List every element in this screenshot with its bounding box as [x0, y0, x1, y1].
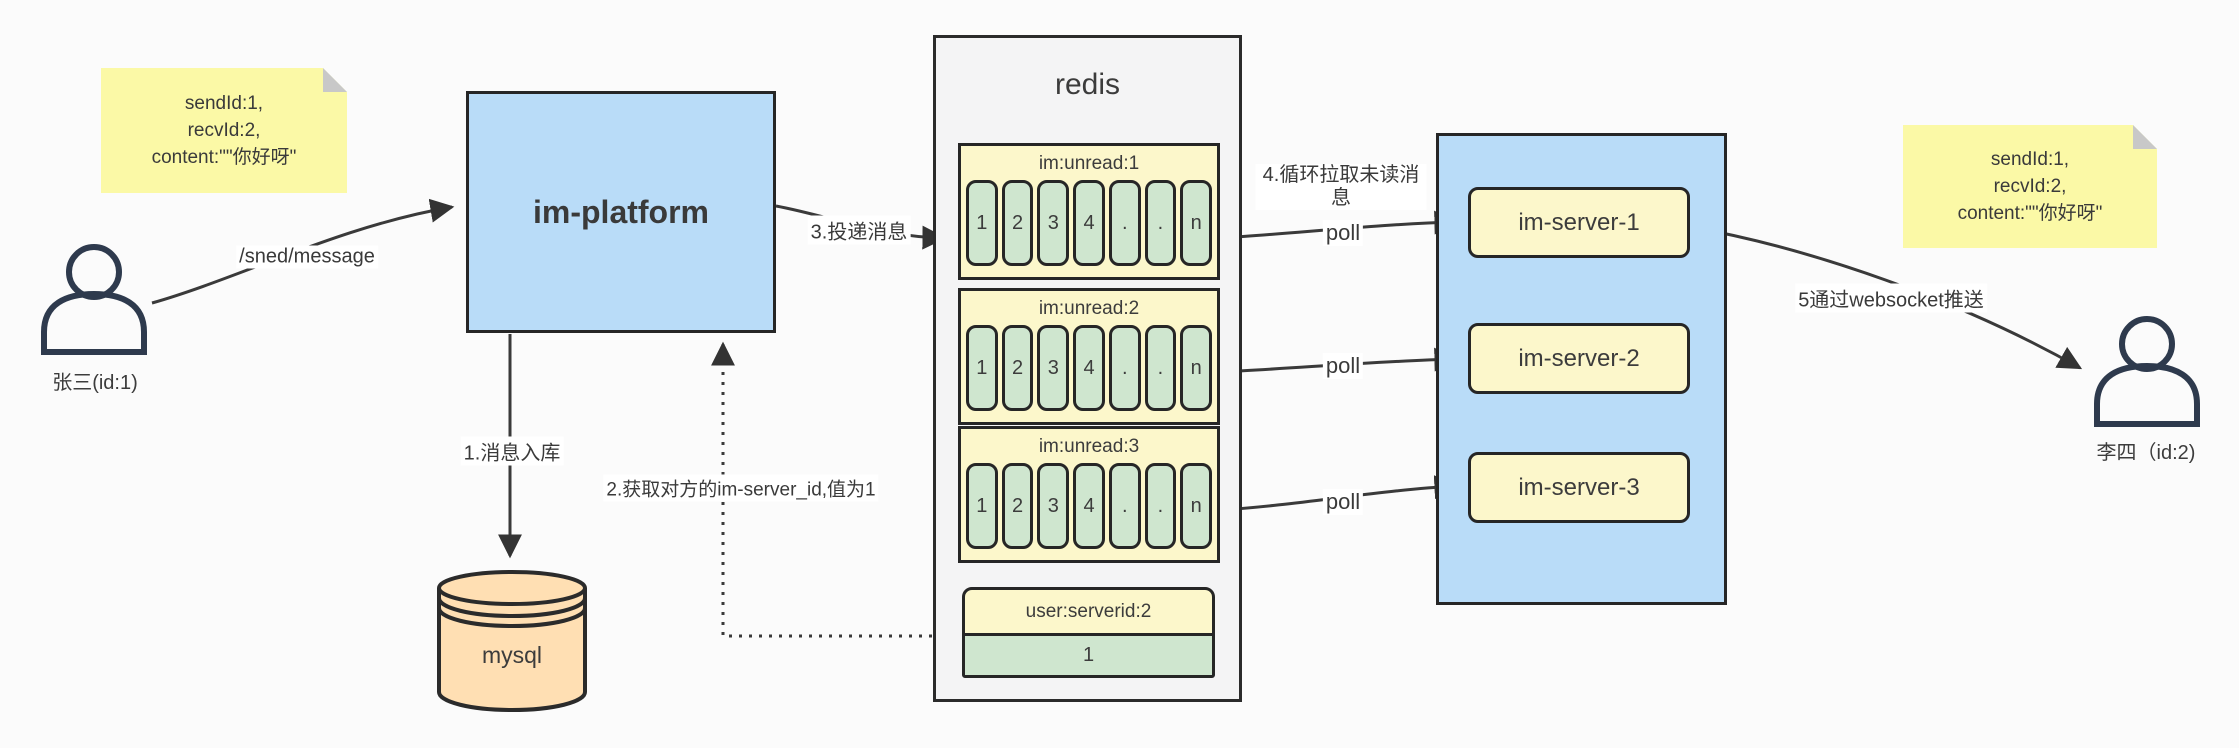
im-server-2-node: im-server-2: [1468, 323, 1690, 394]
queue-cell: n: [1180, 180, 1213, 266]
receiver-person-icon: [2094, 316, 2200, 427]
note-line: sendId:1,: [184, 93, 264, 114]
im-platform-label: im-platform: [533, 193, 709, 230]
queue-title: im:unread:1: [1038, 153, 1140, 174]
queue-cell: 2: [1001, 463, 1034, 549]
queue-cell: 4: [1073, 463, 1105, 549]
sender-person-icon: [41, 244, 147, 355]
edge-label-step1: 1.消息入库: [460, 436, 564, 466]
note-line: content:""你好呀": [1957, 203, 2103, 224]
note-line: recvId:2,: [187, 120, 261, 141]
im-server-label: im-server-1: [1518, 208, 1640, 236]
im-platform-node: im-platform: [466, 91, 776, 333]
redis-title: redis: [1054, 68, 1121, 101]
queue-cell: 1: [966, 325, 998, 411]
queue-cell: 3: [1037, 463, 1070, 549]
queue-cell: .: [1108, 180, 1141, 266]
edge-label-step3: 3.投递消息: [807, 215, 911, 245]
sender-label: 张三(id:1): [52, 372, 138, 394]
queue-cell: 4: [1073, 325, 1105, 411]
queue-cell: 1: [966, 463, 998, 549]
note-line: sendId:1,: [1990, 149, 2070, 170]
user-serverid-key: user:serverid:2: [1025, 600, 1152, 622]
queue-cell: n: [1180, 463, 1213, 549]
queue-cell: 2: [1001, 180, 1034, 266]
note-line: content:""你好呀": [151, 147, 297, 168]
im-server-label: im-server-3: [1518, 473, 1640, 501]
edge-label-poll-1: poll: [1322, 220, 1364, 246]
queue-cell: 2: [1001, 325, 1034, 411]
queue-cell: .: [1144, 180, 1177, 266]
queue-cell: 3: [1037, 325, 1070, 411]
edge-label-step4: 4.循环拉取未读消息: [1255, 164, 1427, 210]
mysql-database-cylinder-icon: [437, 570, 587, 713]
im-server-3-node: im-server-3: [1468, 452, 1690, 523]
queue-title: im:unread:2: [1038, 298, 1140, 319]
queue-cell: 3: [1037, 180, 1070, 266]
queue-cell: .: [1108, 325, 1141, 411]
queue-cells: 1 2 3 4 . . n: [966, 463, 1213, 549]
queue-cell: n: [1180, 325, 1213, 411]
edge-label-send-path: /sned/message: [236, 245, 378, 269]
mysql-label: mysql: [481, 642, 543, 668]
edge-label-poll-2: poll: [1322, 353, 1364, 379]
user-serverid-value: 1: [965, 633, 1212, 675]
queue-im-unread-3: im:unread:3 1 2 3 4 . . n: [958, 426, 1220, 563]
edge-label-step5: 5通过websocket推送: [1795, 283, 1987, 313]
queue-cell: .: [1108, 463, 1141, 549]
queue-cell: 4: [1073, 180, 1105, 266]
queue-im-unread-1: im:unread:1 1 2 3 4 . . n: [958, 143, 1220, 280]
queue-cell: 1: [966, 180, 998, 266]
queue-cell: .: [1144, 463, 1177, 549]
user-serverid-map: user:serverid:2 1: [962, 587, 1215, 678]
receiver-label: 李四（id:2): [2096, 442, 2196, 464]
message-note-right: sendId:1, recvId:2, content:""你好呀": [1903, 125, 2157, 248]
queue-im-unread-2: im:unread:2 1 2 3 4 . . n: [958, 288, 1220, 425]
edge-label-step2: 2.获取对方的im-server_id,值为1: [603, 474, 879, 502]
queue-cells: 1 2 3 4 . . n: [966, 180, 1213, 266]
im-server-1-node: im-server-1: [1468, 187, 1690, 258]
edge-label-poll-3: poll: [1322, 489, 1364, 515]
queue-title: im:unread:3: [1038, 436, 1140, 457]
message-note-left: sendId:1, recvId:2, content:""你好呀": [101, 68, 347, 193]
queue-cells: 1 2 3 4 . . n: [966, 325, 1213, 411]
im-server-label: im-server-2: [1518, 344, 1640, 372]
queue-cell: .: [1144, 325, 1177, 411]
note-line: recvId:2,: [1993, 176, 2067, 197]
